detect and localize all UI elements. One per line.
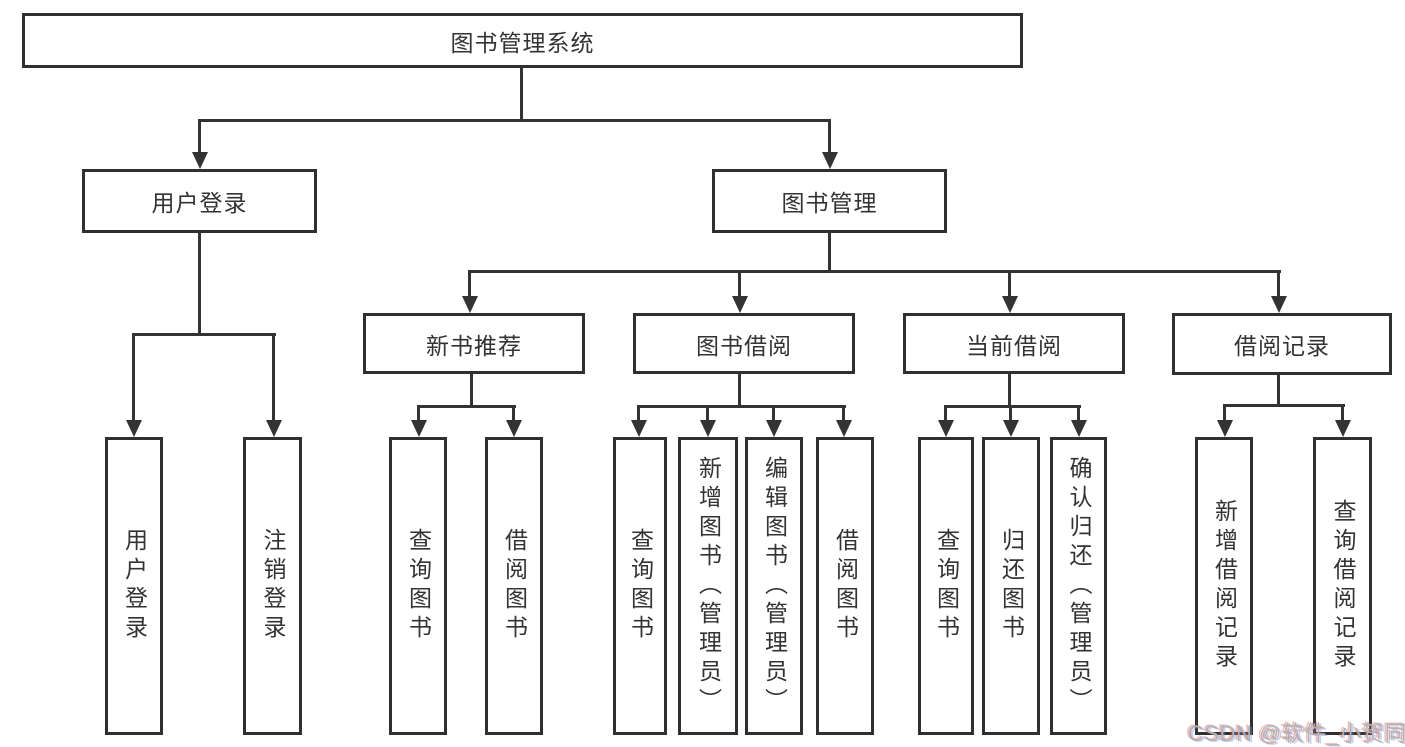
leaf-query-borrow-record-label: 查询借阅记录 — [1330, 499, 1356, 673]
leaf-user-login: 用户登录 — [105, 437, 163, 735]
arrowhead-current-child-1-icon — [938, 407, 954, 437]
arrowhead-borrowing-child-4-icon — [836, 407, 852, 437]
arrowhead-to-user-login-icon — [192, 121, 208, 169]
connector-user-login-bar — [132, 333, 276, 336]
arrowhead-borrowing-child-3-icon — [766, 407, 782, 437]
connector-records-stem — [1277, 375, 1280, 406]
leaf-confirm-return-admin-label: 确认归还（管理员） — [1066, 455, 1092, 717]
connector-book-management-bar — [468, 270, 1281, 273]
node-book-management: 图书管理 — [712, 169, 947, 233]
leaf-borrow-books-recommend-label: 借阅图书 — [501, 528, 528, 644]
arrowhead-new-book-child-1-icon — [411, 407, 427, 437]
node-new-book-recommend: 新书推荐 — [363, 313, 585, 374]
leaf-confirm-return-admin: 确认归还（管理员） — [1050, 437, 1107, 735]
node-user-login-label: 用户登录 — [151, 190, 248, 216]
node-current-borrowing: 当前借阅 — [903, 313, 1125, 374]
arrowhead-current-child-2-icon — [1003, 407, 1019, 437]
connector-book-management-stem — [828, 233, 831, 272]
connector-new-book-bar — [417, 405, 516, 408]
leaf-query-books-borrowing-label: 查询图书 — [627, 528, 654, 644]
leaf-logout-label: 注销登录 — [260, 528, 286, 644]
node-book-borrowing: 图书借阅 — [633, 313, 855, 374]
node-borrowing-records: 借阅记录 — [1172, 313, 1392, 375]
arrowhead-new-book-child-2-icon — [506, 407, 522, 437]
connector-new-book-stem — [470, 374, 473, 407]
connector-root-bar — [198, 119, 831, 122]
leaf-add-borrow-record: 新增借阅记录 — [1195, 437, 1253, 735]
node-current-borrowing-label: 当前借阅 — [966, 332, 1062, 359]
leaf-query-books-current-label: 查询图书 — [933, 528, 960, 644]
arrowhead-to-book-management-icon — [822, 121, 838, 169]
connector-book-borrowing-leafbar — [637, 405, 846, 408]
arrowhead-to-new-book-recommend-icon — [462, 272, 478, 313]
leaf-return-book-label: 归还图书 — [998, 528, 1025, 644]
connector-current-borrowing-leafbar — [944, 405, 1081, 408]
leaf-logout: 注销登录 — [243, 437, 302, 735]
connector-records-leafbar — [1223, 404, 1345, 407]
arrowhead-borrowing-child-1-icon — [631, 407, 647, 437]
arrowhead-to-leaf-logout-icon — [266, 335, 282, 437]
leaf-add-borrow-record-label: 新增借阅记录 — [1211, 499, 1238, 673]
connector-book-borrowing-stem — [738, 374, 741, 407]
node-book-management-label: 图书管理 — [781, 190, 878, 216]
node-user-login: 用户登录 — [82, 169, 317, 233]
leaf-user-login-label: 用户登录 — [121, 528, 148, 644]
leaf-borrow-books-recommend: 借阅图书 — [485, 437, 543, 735]
arrowhead-records-child-1-icon — [1217, 406, 1233, 437]
arrowhead-records-child-2-icon — [1335, 406, 1351, 437]
arrowhead-to-borrowing-records-icon — [1271, 272, 1287, 313]
leaf-return-book: 归还图书 — [982, 437, 1040, 735]
leaf-query-books-current: 查询图书 — [918, 437, 974, 735]
leaf-query-books-recommend-label: 查询图书 — [405, 528, 432, 644]
node-new-book-recommend-label: 新书推荐 — [426, 332, 522, 359]
leaf-query-books-borrowing: 查询图书 — [613, 437, 667, 735]
arrowhead-to-book-borrowing-icon — [732, 272, 748, 313]
node-root: 图书管理系统 — [22, 13, 1023, 68]
leaf-borrow-books-borrowing: 借阅图书 — [816, 437, 874, 735]
leaf-query-books-recommend: 查询图书 — [389, 437, 447, 735]
connector-user-login-stem — [198, 233, 201, 335]
arrowhead-current-child-3-icon — [1071, 407, 1087, 437]
leaf-query-borrow-record: 查询借阅记录 — [1313, 437, 1372, 735]
connector-root-stem — [520, 68, 523, 121]
leaf-edit-book-admin-label: 编辑图书（管理员） — [761, 455, 788, 717]
arrowhead-to-leaf-user-login-icon — [126, 335, 142, 437]
leaf-edit-book-admin: 编辑图书（管理员） — [745, 437, 803, 735]
csdn-watermark: CSDN @软件_小贺同学 — [1188, 721, 1405, 746]
node-book-borrowing-label: 图书借阅 — [696, 332, 792, 359]
connector-current-borrowing-stem — [1008, 374, 1011, 407]
arrowhead-borrowing-child-2-icon — [700, 407, 716, 437]
node-borrowing-records-label: 借阅记录 — [1234, 333, 1330, 359]
arrowhead-to-current-borrowing-icon — [1002, 272, 1018, 313]
leaf-borrow-books-borrowing-label: 借阅图书 — [832, 528, 859, 644]
node-root-label: 图书管理系统 — [450, 29, 595, 56]
leaf-add-book-admin: 新增图书（管理员） — [678, 437, 738, 735]
leaf-add-book-admin-label: 新增图书（管理员） — [695, 455, 722, 717]
